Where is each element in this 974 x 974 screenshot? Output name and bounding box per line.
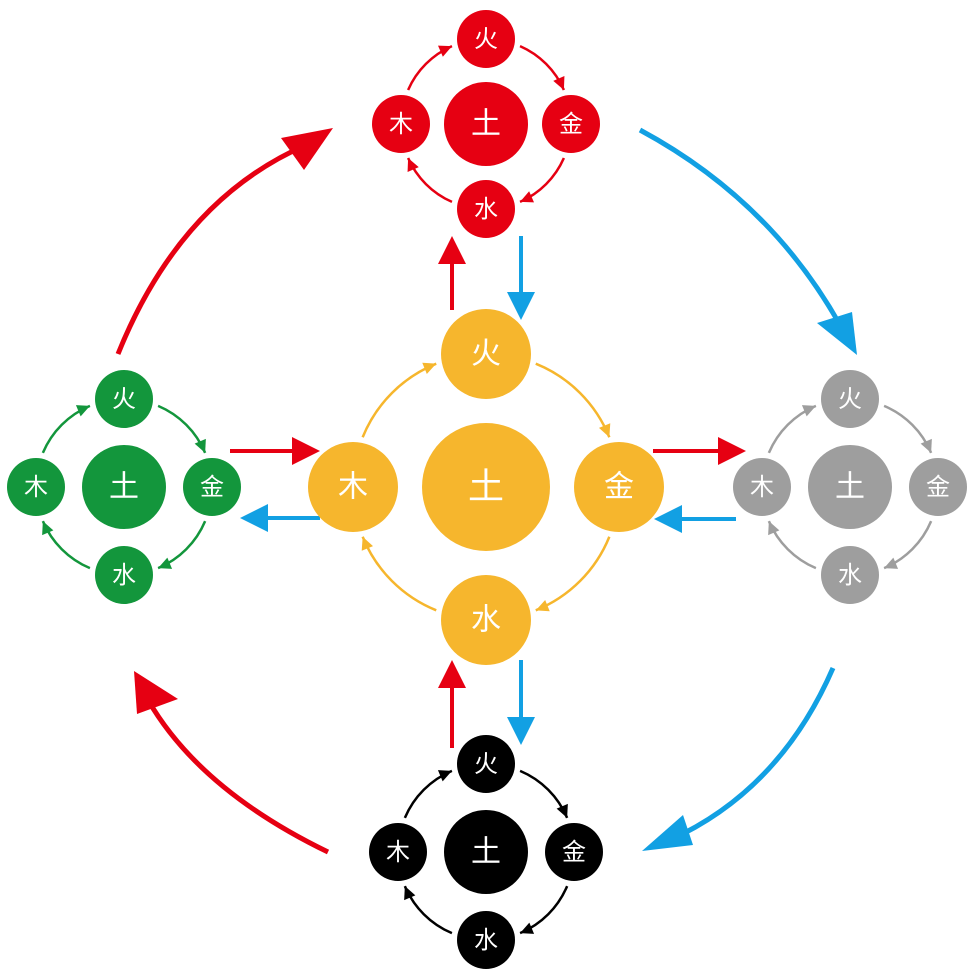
center-arc-wood-to-fire	[361, 362, 437, 438]
center-arrowhead-wood	[361, 536, 374, 551]
right-water-label: 水	[838, 561, 862, 589]
arrow-center-to-bottom	[507, 660, 535, 745]
bottom-metal-label: 金	[562, 838, 586, 866]
arrow-top-to-right	[638, 127, 857, 355]
center-metal-label: 金	[604, 470, 634, 505]
arrow-top-to-center	[507, 236, 535, 320]
top-arrowhead-wood	[407, 158, 419, 173]
left-arrowhead-fire	[75, 405, 90, 417]
right-fire-circle	[821, 370, 879, 428]
top-arrowhead-water	[520, 191, 535, 203]
arrow-center-to-top	[438, 236, 466, 310]
bottom-fire-circle	[457, 735, 515, 793]
bottom-earth-circle	[444, 810, 528, 894]
top-earth-circle	[444, 82, 528, 166]
left-fire-circle	[95, 370, 153, 428]
center-arc-water-to-wood	[361, 536, 437, 612]
top-metal-label: 金	[559, 110, 583, 138]
arrow-center-to-right	[653, 437, 746, 465]
top-arrowhead-metal	[553, 75, 565, 90]
center-water-circle	[441, 575, 531, 665]
center-wood-circle	[308, 442, 398, 532]
left-arrowhead-metal	[194, 438, 206, 453]
outer-cycle-arrows	[115, 127, 857, 855]
right-metal-label: 金	[926, 473, 950, 501]
center-arrowhead-metal	[598, 423, 611, 438]
center-wood-label: 木	[338, 470, 368, 505]
center-cluster: 土 火金水 木	[308, 309, 664, 665]
bottom-wood-label: 木	[386, 838, 410, 866]
right-arrowhead-metal	[920, 438, 932, 453]
bottom-earth-label: 土	[471, 835, 501, 870]
arrow-left-to-center	[230, 437, 320, 465]
center-metal-circle	[574, 442, 664, 532]
bottom-arrowhead-metal	[556, 803, 568, 818]
right-earth-label: 土	[835, 470, 865, 505]
left-earth-circle	[82, 445, 166, 529]
arrow-bottom-to-left	[134, 671, 330, 855]
right-arrowhead-fire	[801, 405, 816, 417]
bottom-arrowhead-fire	[437, 770, 452, 782]
left-earth-label: 土	[109, 470, 139, 505]
bottom-arrowhead-water	[520, 922, 535, 934]
left-water-circle	[95, 546, 153, 604]
connector-arrows	[230, 236, 746, 748]
top-water-label: 水	[474, 195, 498, 223]
left-wood-label: 木	[24, 473, 48, 501]
left-metal-label: 金	[200, 473, 224, 501]
top-wood-label: 木	[389, 110, 413, 138]
center-fire-label: 火	[471, 337, 501, 372]
bottom-cluster: 土 火金水 木	[369, 735, 603, 969]
arrow-left-to-top	[115, 128, 333, 355]
center-arc-metal-to-water	[535, 536, 611, 612]
right-arrowhead-wood	[768, 521, 780, 536]
bottom-fire-label: 火	[474, 750, 498, 778]
top-water-circle	[457, 180, 515, 238]
left-cluster: 土 火金水 木	[7, 370, 241, 604]
bottom-water-circle	[457, 911, 515, 969]
arrow-center-to-left	[240, 504, 320, 532]
center-arc-fire-to-metal	[535, 362, 611, 438]
right-wood-label: 木	[750, 473, 774, 501]
right-cluster: 土 火金水 木	[733, 370, 967, 604]
center-water-label: 水	[471, 603, 501, 638]
right-fire-label: 火	[838, 385, 862, 413]
top-fire-circle	[457, 10, 515, 68]
top-arrowhead-fire	[437, 45, 452, 57]
left-arrowhead-wood	[42, 521, 54, 536]
center-arrowhead-water	[535, 599, 550, 612]
top-fire-label: 火	[474, 25, 498, 53]
arrow-bottom-to-center	[438, 660, 466, 748]
top-wood-circle	[372, 95, 430, 153]
right-wood-circle	[733, 458, 791, 516]
center-arrowhead-fire	[422, 362, 437, 375]
right-earth-circle	[808, 445, 892, 529]
top-earth-label: 土	[471, 107, 501, 142]
top-metal-circle	[542, 95, 600, 153]
left-metal-circle	[183, 458, 241, 516]
bottom-wood-circle	[369, 823, 427, 881]
center-earth-circle	[422, 423, 550, 551]
bottom-metal-circle	[545, 823, 603, 881]
bottom-water-label: 水	[474, 926, 498, 954]
arrow-right-to-center	[654, 505, 736, 533]
left-wood-circle	[7, 458, 65, 516]
top-cluster: 土 火金水 木	[372, 10, 600, 238]
arrow-right-to-bottom	[642, 667, 836, 851]
center-fire-circle	[441, 309, 531, 399]
left-fire-label: 火	[112, 385, 136, 413]
right-water-circle	[821, 546, 879, 604]
right-metal-circle	[909, 458, 967, 516]
left-water-label: 水	[112, 561, 136, 589]
left-arrowhead-water	[158, 557, 173, 569]
bottom-arrowhead-wood	[404, 886, 416, 901]
center-earth-label: 土	[468, 467, 504, 508]
right-arrowhead-water	[884, 557, 899, 569]
